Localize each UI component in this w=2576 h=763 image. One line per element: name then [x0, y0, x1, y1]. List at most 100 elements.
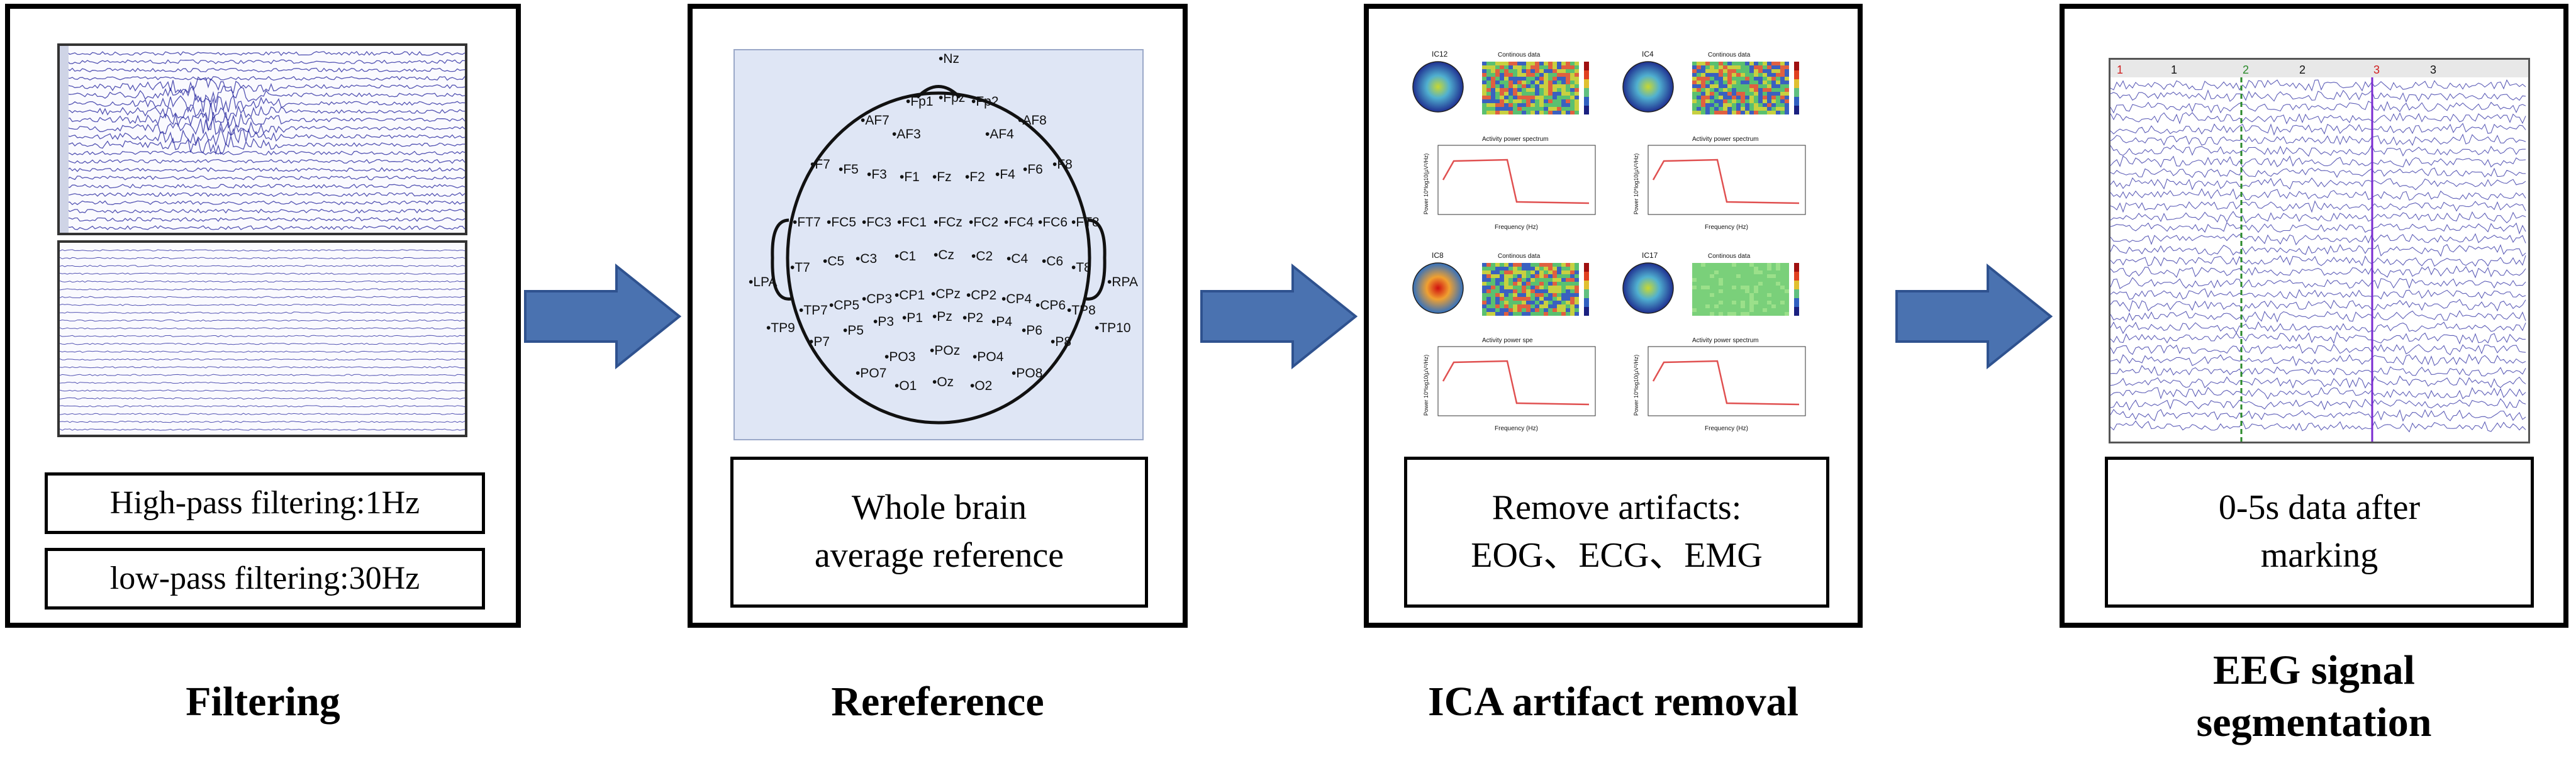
eeg-trace — [60, 150, 466, 155]
eeg-trace — [59, 342, 466, 345]
electrode-label: •FC3 — [862, 215, 891, 230]
eeg-trace — [59, 116, 466, 136]
colorbar-segment — [1794, 79, 1799, 88]
electrode-label: •C5 — [823, 254, 844, 269]
continuous-data-title: Continous data — [1708, 253, 1751, 260]
continuous-data-title: Continous data — [1708, 52, 1751, 58]
electrode-label: •P8 — [1051, 335, 1071, 349]
eeg-trace — [59, 303, 466, 306]
electrode-label: •F1 — [900, 170, 920, 184]
electrode-label: •CP2 — [966, 288, 996, 303]
eeg-trace — [59, 208, 466, 214]
eeg-trace — [2110, 265, 2526, 279]
component-name: IC12 — [1432, 50, 1448, 58]
topo-map — [1622, 61, 1674, 113]
eeg-trace — [59, 136, 465, 155]
spectrum-axes — [1437, 346, 1596, 416]
colorbar-segment — [1584, 272, 1589, 281]
eeg-trace — [59, 67, 466, 73]
electrode-label: •PO4 — [973, 350, 1004, 364]
spectrum-ylabel: Power 10*log10(µV²/Hz) — [1633, 355, 1639, 416]
filtering-title: Filtering — [186, 679, 340, 725]
electrode-label: •F4 — [995, 167, 1015, 182]
electrode-label: •TP9 — [766, 321, 795, 335]
highpass-caption: High-pass filtering:1Hz — [45, 472, 485, 534]
eeg-trace — [59, 126, 466, 147]
eeg-trace — [59, 413, 466, 415]
eeg-trace — [2110, 244, 2526, 257]
eeg-trace — [2110, 123, 2526, 136]
eeg-trace — [59, 159, 466, 164]
eeg-trace — [2110, 255, 2526, 267]
eeg-trace — [2110, 398, 2526, 411]
spectrum-xlabel: Frequency (Hz) — [1705, 425, 1748, 432]
electrode-label: •Pz — [932, 309, 952, 324]
colorbar-segment — [1584, 106, 1589, 114]
colorbar-segment — [1584, 70, 1589, 79]
eeg-trace — [2110, 321, 2526, 335]
colorbar-segment — [1584, 281, 1589, 289]
eeg-trace — [59, 265, 466, 267]
eeg-trace — [2110, 200, 2526, 213]
electrode-label: •FC2 — [969, 215, 998, 230]
colorbar-segment — [1794, 106, 1799, 114]
spectrum-ylabel: Power 10*log10(µV²/Hz) — [1423, 153, 1429, 214]
colorbar-segment — [1794, 263, 1799, 272]
eeg-trace — [59, 216, 466, 222]
event-marker-label: 2 — [2243, 64, 2249, 76]
eeg-trace — [2110, 365, 2526, 377]
eeg-trace — [59, 288, 466, 291]
colorbar-segment — [1794, 88, 1799, 97]
eeg-trace — [59, 366, 466, 369]
colorbar-segment — [1584, 97, 1589, 106]
electrode-label: •AF3 — [892, 127, 921, 142]
channel-label-strip — [60, 46, 69, 233]
electrode-label: •F5 — [839, 162, 859, 177]
lowpass-caption: low-pass filtering:30Hz — [45, 548, 485, 610]
lowpass-text: low-pass filtering:30Hz — [109, 560, 420, 596]
segmentation-caption: 0-5s data after marking — [2105, 457, 2534, 608]
eeg-trace — [59, 92, 466, 113]
eeg-trace — [2110, 233, 2526, 246]
ica-caption: Remove artifacts: EOG、ECG、EMG — [1404, 457, 1829, 608]
electrode-label: •P3 — [873, 315, 894, 329]
spectrum-title: Activity power spe — [1482, 337, 1533, 344]
electrode-label: •AF8 — [1018, 113, 1047, 128]
topo-map — [1412, 262, 1464, 314]
power-spectrum-line — [1652, 360, 1800, 406]
electrode-label: •AF7 — [861, 113, 889, 128]
electrode-label: •FC1 — [897, 215, 927, 230]
electrode-label: •FC6 — [1038, 215, 1068, 230]
eeg-trace — [2110, 79, 2526, 92]
electrode-label: •Fp2 — [971, 94, 999, 109]
marker-header — [2110, 60, 2528, 77]
rereference-title: Rereference — [831, 679, 1044, 725]
spectrum-axes — [1437, 145, 1596, 215]
eeg-trace — [59, 296, 466, 299]
colorbar-segment — [1794, 307, 1799, 316]
rereference-text: Whole brain average reference — [814, 488, 1064, 575]
continuous-data-image — [1482, 62, 1579, 114]
power-spectrum-line — [1442, 360, 1590, 406]
electrode-label: •POz — [930, 343, 960, 358]
eeg-trace — [59, 76, 466, 94]
electrode-label: •FC5 — [827, 215, 856, 230]
electrode-label: •CP6 — [1035, 298, 1066, 313]
rereference-stage: •Nz•Fp1•Fpz•Fp2•AF7•AF8•AF3•AF4•F7•F5•F3… — [688, 4, 1188, 628]
topo-map — [1622, 262, 1674, 314]
eeg-trace — [2110, 409, 2526, 422]
spectrum-xlabel: Frequency (Hz) — [1705, 224, 1748, 231]
electrode-label: •CP1 — [895, 288, 925, 303]
eeg-trace — [59, 257, 466, 260]
eeg-trace — [2110, 343, 2526, 355]
epoch-number: 1 — [2171, 64, 2177, 76]
spectrum-title: Activity power spectrum — [1482, 136, 1549, 143]
eeg-trace — [2110, 167, 2526, 178]
continuous-data-title: Continous data — [1498, 253, 1541, 260]
eeg-trace — [2110, 309, 2526, 323]
electrode-label: •CP4 — [1001, 292, 1032, 306]
